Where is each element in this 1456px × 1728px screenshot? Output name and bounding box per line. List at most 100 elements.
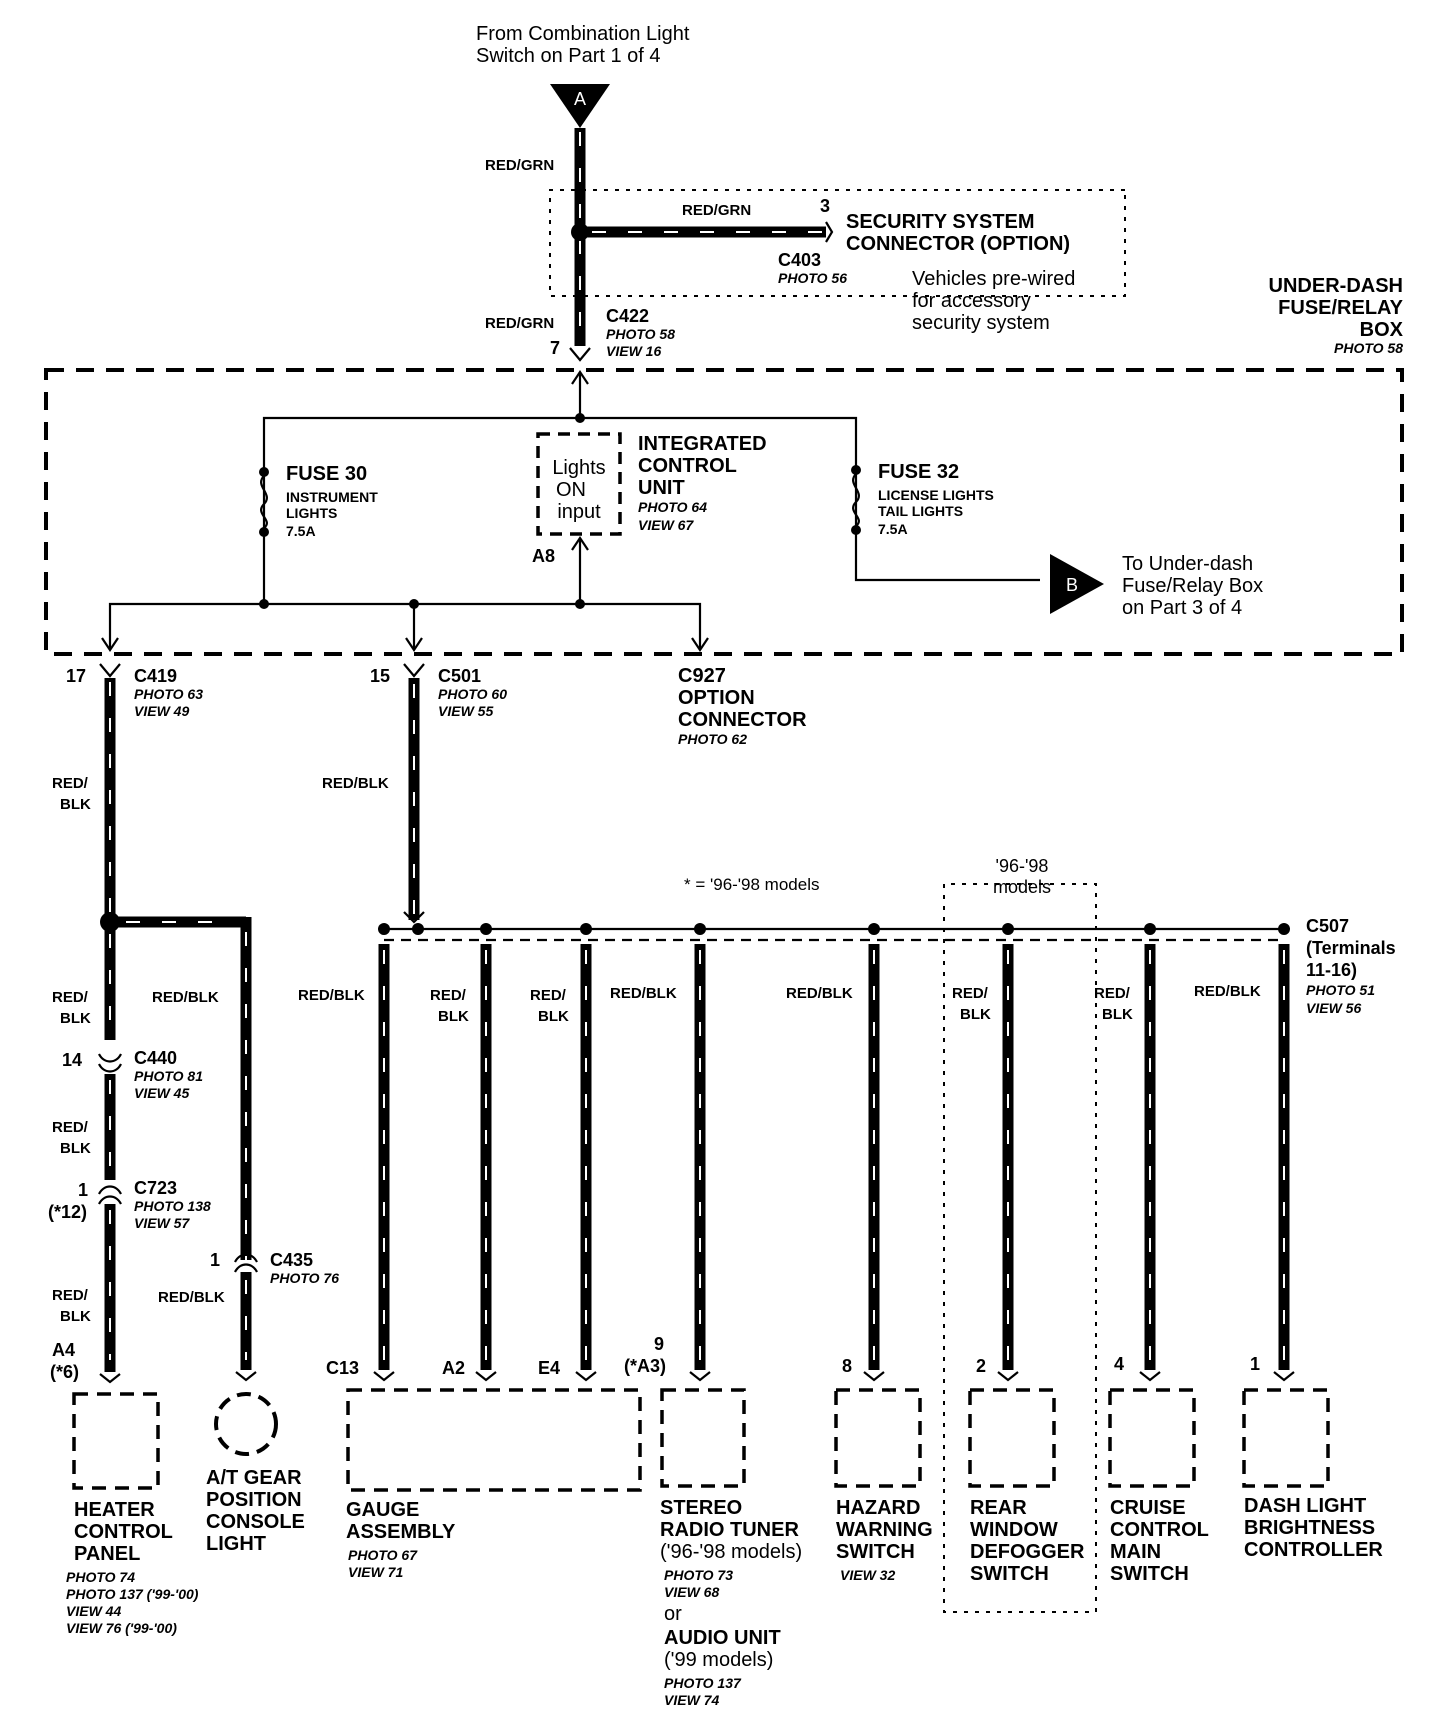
gauge-p1: PHOTO 67 — [348, 1547, 418, 1563]
wire-label-blk: BLK — [60, 796, 91, 813]
wire-label-red-blk-stereo: RED/BLK — [610, 985, 677, 1002]
heater-pin-2: (*6) — [50, 1362, 79, 1382]
stereo-p1: PHOTO 73 — [664, 1567, 733, 1583]
connector-a-arrow-icon — [550, 84, 610, 128]
heater-p2: PHOTO 137 ('99-'00) — [66, 1586, 199, 1602]
wire-label-red-grn-3: RED/GRN — [485, 315, 554, 332]
fuse-relay-box-boundary — [44, 368, 1404, 656]
hazard-l1: HAZARD — [836, 1497, 920, 1519]
models-note-2: models — [993, 877, 1051, 897]
icu-title-3: UNIT — [638, 477, 685, 499]
fuse32-line1: LICENSE LIGHTS — [878, 487, 994, 503]
fuse-30-icon — [260, 475, 268, 529]
icu-photo: PHOTO 64 — [638, 499, 707, 515]
c927-line1: OPTION — [678, 687, 755, 709]
junction-dot — [575, 413, 585, 423]
security-connector: C403 — [778, 250, 821, 270]
connector-c723-icon — [98, 1185, 122, 1205]
arrow-down-icon — [101, 637, 119, 652]
stereo-p3: PHOTO 137 — [664, 1675, 742, 1691]
c927-name: C927 — [678, 665, 726, 687]
gear-l1: A/T GEAR — [206, 1467, 302, 1489]
from-label-line2: Switch on Part 1 of 4 — [476, 45, 661, 67]
fuse32-line2: TAIL LIGHTS — [878, 503, 963, 519]
pin-stereo-1: 9 — [654, 1334, 664, 1354]
wire-label-red-grn-2: RED/GRN — [682, 202, 751, 219]
stereo-l3: ('96-'98 models) — [660, 1541, 802, 1563]
fusebox-label-3: BOX — [1360, 319, 1404, 341]
c723-pin: 1 — [78, 1180, 88, 1200]
heater-p1: PHOTO 74 — [66, 1569, 135, 1585]
security-note-2: for accessory — [912, 290, 1031, 312]
wire-label-blk: BLK — [60, 1308, 91, 1325]
pin-c13: C13 — [326, 1358, 359, 1378]
connector-c501-lower-icon — [403, 911, 425, 924]
dash-box — [1242, 1388, 1330, 1488]
stereo-p2: VIEW 68 — [664, 1584, 719, 1600]
c507-name: C507 — [1306, 916, 1349, 936]
c419-pin: 17 — [66, 666, 86, 686]
fuse30-line1: INSTRUMENT — [286, 489, 378, 505]
fuse-terminal — [851, 465, 861, 475]
c435-photo: PHOTO 76 — [270, 1270, 339, 1286]
stereo-l2: RADIO TUNER — [660, 1519, 799, 1541]
gauge-l2: ASSEMBLY — [346, 1521, 456, 1543]
icu-view: VIEW 67 — [638, 517, 694, 533]
c422-photo: PHOTO 58 — [606, 326, 675, 342]
heater-l2: CONTROL — [74, 1521, 173, 1543]
c927-photo: PHOTO 62 — [678, 731, 747, 747]
defogger-l3: DEFOGGER — [970, 1541, 1085, 1563]
c507-line2: 11-16) — [1306, 960, 1357, 980]
icu-box-text-1: Lights — [552, 457, 605, 479]
connector-b-label: B — [1066, 575, 1078, 595]
defogger-l2: WINDOW — [970, 1519, 1058, 1541]
to-b-line3: on Part 3 of 4 — [1122, 597, 1242, 619]
heater-l3: PANEL — [74, 1543, 140, 1565]
fuse30-line2: LIGHTS — [286, 505, 337, 521]
dash-l3: CONTROLLER — [1244, 1539, 1383, 1561]
wire-label-red: RED/ — [430, 987, 467, 1004]
c440-photo: PHOTO 81 — [134, 1068, 203, 1084]
cruise-l3: MAIN — [1110, 1541, 1161, 1563]
gauge-assembly-box — [346, 1388, 642, 1492]
icu-pin: A8 — [532, 546, 555, 566]
c422-name: C422 — [606, 306, 649, 326]
fusebox-label-2: FUSE/RELAY — [1278, 297, 1404, 319]
wire-label-red-blk-gear: RED/BLK — [152, 989, 219, 1006]
c723-name: C723 — [134, 1178, 177, 1198]
c419-name: C419 — [134, 666, 177, 686]
c501-name: C501 — [438, 666, 481, 686]
star-note: * = '96-'98 models — [684, 875, 820, 894]
wire-label-red: RED/ — [52, 1119, 89, 1136]
wire-label-blk: BLK — [438, 1008, 469, 1025]
c723-photo: PHOTO 138 — [134, 1198, 211, 1214]
heater-p4: VIEW 76 ('99-'00) — [66, 1620, 177, 1636]
c435-name: C435 — [270, 1250, 313, 1270]
arrow-down-icon — [691, 637, 709, 652]
fusebox-photo: PHOTO 58 — [1334, 340, 1403, 356]
wire-label-red: RED/ — [52, 989, 89, 1006]
pin-defogger: 2 — [976, 1356, 986, 1376]
cruise-l1: CRUISE — [1110, 1497, 1186, 1519]
hazard-l2: WARNING — [836, 1519, 933, 1541]
pin-dash: 1 — [1250, 1354, 1260, 1374]
wire-label-blk: BLK — [60, 1140, 91, 1157]
internal-lower-bus — [108, 602, 702, 648]
connector-gear-icon — [235, 1371, 257, 1382]
hazard-l3: SWITCH — [836, 1541, 915, 1563]
c422-pin: 7 — [550, 338, 560, 358]
dash-l2: BRIGHTNESS — [1244, 1517, 1375, 1539]
cruise-l2: CONTROL — [1110, 1519, 1209, 1541]
fuse-32-icon — [852, 473, 860, 527]
hazard-box — [834, 1388, 922, 1488]
dash-l1: DASH LIGHT — [1244, 1495, 1366, 1517]
fuse32-name: FUSE 32 — [878, 461, 959, 483]
pin-a2: A2 — [442, 1358, 465, 1378]
wire-label-blk: BLK — [60, 1010, 91, 1027]
connector-c419-icon — [99, 663, 121, 678]
junction-dot — [575, 599, 585, 609]
wire-label-red-blk-c501: RED/BLK — [322, 775, 389, 792]
pin-cruise: 4 — [1114, 1354, 1124, 1374]
gauge-l1: GAUGE — [346, 1499, 419, 1521]
connector-c422-icon — [569, 347, 591, 362]
